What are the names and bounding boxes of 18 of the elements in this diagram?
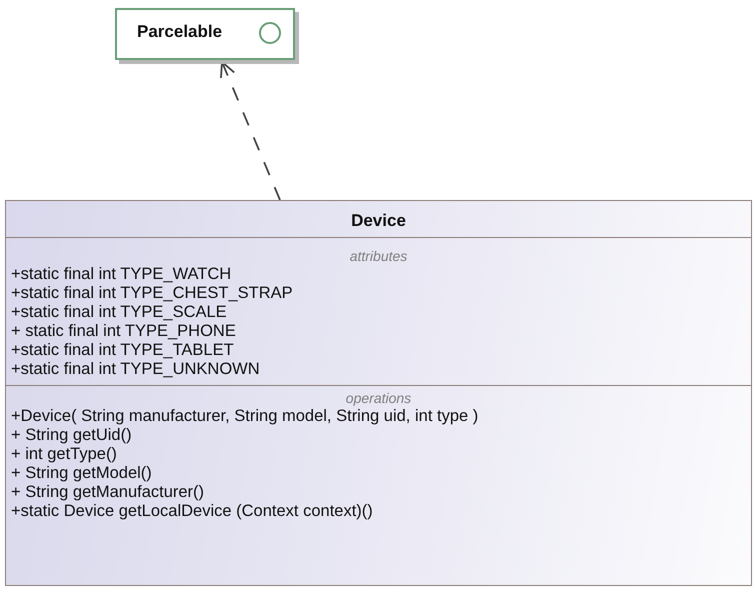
interface-name: Parcelable — [137, 22, 222, 41]
compartment-label: attributes — [348, 247, 408, 266]
operation-text: + int getType() — [11, 445, 117, 464]
operation-text: + String getManufacturer() — [11, 483, 204, 502]
operation-text: + String getUid() — [11, 426, 132, 445]
class-box — [5, 200, 752, 586]
attribute-text: +static final int TYPE_CHEST_STRAP — [11, 284, 293, 303]
compartment-label: operations — [344, 389, 412, 408]
class-name: Device — [350, 211, 407, 230]
attribute-text: +static final int TYPE_WATCH — [11, 265, 232, 284]
attribute-text: +static final int TYPE_SCALE — [11, 303, 227, 322]
attribute-text: +static final int TYPE_TABLET — [11, 341, 234, 360]
operation-text: +static Device getLocalDevice (Context context)() — [11, 502, 373, 521]
operation-text: + String getModel() — [11, 464, 152, 483]
attribute-text: + static final int TYPE_PHONE — [11, 322, 236, 341]
realization-arrow — [220, 61, 281, 200]
operation-text: +Device( String manufacturer, String model, String uid, int type ) — [11, 407, 478, 426]
attribute-text: +static final int TYPE_UNKNOWN — [11, 360, 260, 379]
